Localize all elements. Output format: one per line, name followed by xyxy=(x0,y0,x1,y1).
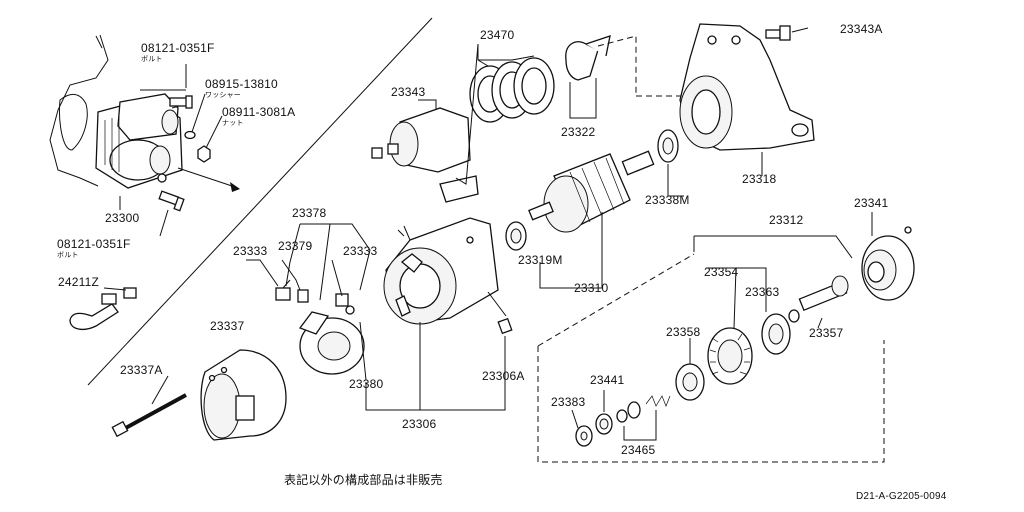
label-23337: 23337 xyxy=(210,319,245,333)
label-23378: 23378 xyxy=(292,206,327,220)
nut-shape xyxy=(197,145,211,163)
label-24211z: 24211Z xyxy=(58,275,100,289)
spring-23465 xyxy=(616,395,671,423)
gaskets-23470 xyxy=(469,57,555,123)
housing-23306 xyxy=(383,217,499,325)
label-23306: 23306 xyxy=(402,417,437,431)
label-23338m: 23338M xyxy=(645,193,690,207)
spring-23379 xyxy=(297,289,309,303)
label-08915-13810: 08915-13810 xyxy=(205,77,278,91)
bracket-23306 xyxy=(365,336,506,411)
drive-housing-23318 xyxy=(679,23,815,151)
label-23343: 23343 xyxy=(391,85,426,99)
washer-23383 xyxy=(575,425,593,447)
brush-holder-23380 xyxy=(298,311,365,375)
label-23312: 23312 xyxy=(769,213,804,227)
arrow-shaft xyxy=(177,167,239,189)
label-bolt-lower: ボルト xyxy=(57,252,79,259)
label-23341: 23341 xyxy=(854,196,889,210)
label-23310: 23310 xyxy=(574,281,609,295)
label-23318: 23318 xyxy=(742,172,777,186)
arrow-head xyxy=(230,182,240,192)
screw-23306a xyxy=(497,317,513,335)
engine-block-outline xyxy=(49,34,109,187)
label-bolt-upper: ボルト xyxy=(141,56,163,63)
label-23333-right: 23333 xyxy=(343,244,378,258)
bolt-upper xyxy=(169,95,193,109)
shift-lever-23322 xyxy=(565,35,611,81)
clamp-24211z xyxy=(69,287,137,331)
label-23343a: 23343A xyxy=(840,22,883,36)
label-washer: ワッシャー xyxy=(205,92,241,99)
separator-line xyxy=(87,17,433,386)
label-23363: 23363 xyxy=(745,285,780,299)
armature-23310 xyxy=(528,150,655,233)
label-23357: 23357 xyxy=(809,326,844,340)
through-bolt-23337a xyxy=(111,393,187,438)
label-23354: 23354 xyxy=(704,265,739,279)
bearing-23319m xyxy=(505,221,527,251)
label-23441: 23441 xyxy=(590,373,625,387)
label-23379: 23379 xyxy=(278,239,313,253)
label-08121-0351f-upper: 08121-0351F xyxy=(141,41,215,55)
bolt-23343a xyxy=(765,25,791,41)
solenoid-23343 xyxy=(371,107,479,203)
collar-23441 xyxy=(595,413,613,435)
label-23300: 23300 xyxy=(105,211,140,225)
label-23319m: 23319M xyxy=(518,253,563,267)
label-08911-3081a: 08911-3081A xyxy=(222,105,296,119)
bolt-lower xyxy=(158,190,185,212)
label-23465: 23465 xyxy=(621,443,656,457)
ring-23363 xyxy=(761,313,791,355)
washer-shape xyxy=(184,130,196,140)
yoke-23337 xyxy=(200,349,287,441)
label-08121-0351f-lower: 08121-0351F xyxy=(57,237,131,251)
label-23333-left: 23333 xyxy=(233,244,268,258)
pinion-shaft-23357 xyxy=(788,275,849,323)
starter-assembly-drawing xyxy=(95,93,183,189)
label-23322: 23322 xyxy=(561,125,596,139)
gear-23354 xyxy=(707,327,753,385)
footer-note: 表記以外の構成部品は非販売 xyxy=(284,473,443,487)
label-23337a: 23337A xyxy=(120,363,163,377)
label-23306a: 23306A xyxy=(482,369,525,383)
label-23470: 23470 xyxy=(480,28,515,42)
clip-dot xyxy=(904,226,912,234)
bearing-23338m xyxy=(657,129,679,163)
ring-23358 xyxy=(675,363,705,401)
label-23383: 23383 xyxy=(551,395,586,409)
brush-23333-right xyxy=(335,293,355,315)
label-23358: 23358 xyxy=(666,325,701,339)
stopper-23341 xyxy=(861,235,915,301)
label-nut: ナット xyxy=(222,120,244,127)
label-23380: 23380 xyxy=(349,377,384,391)
brush-23333-left xyxy=(275,279,291,301)
figure-code: D21-A-G2205-0094 xyxy=(856,491,947,502)
